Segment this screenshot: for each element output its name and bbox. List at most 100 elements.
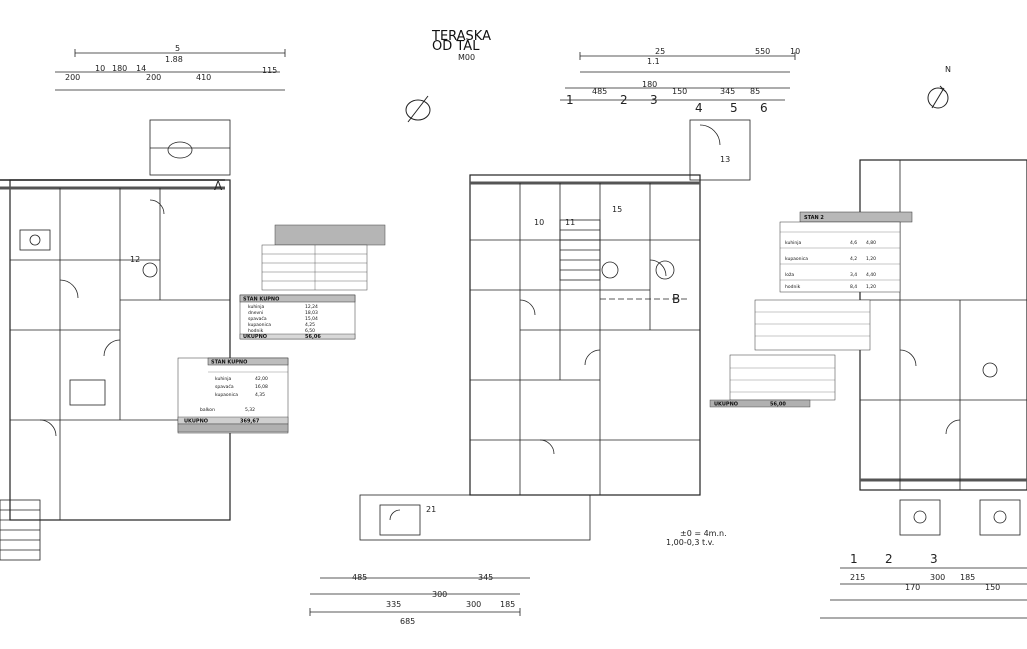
room-number: 13 [720, 155, 730, 164]
table-cell: 6,50 [305, 328, 315, 334]
axis-marker: 2 [885, 552, 893, 566]
dimension-label: 10 [95, 64, 105, 73]
axis-marker: 3 [930, 552, 938, 566]
north-arrow-icon [405, 95, 431, 123]
table-cell: 4,80 [866, 240, 876, 246]
dimension-label: 485 [592, 87, 607, 96]
axis-marker: 6 [760, 101, 768, 115]
section-marker: A [214, 179, 223, 193]
table-cell: 4,2 [850, 256, 857, 262]
dimension-label: 410 [196, 73, 211, 82]
table-cell: spavaća [215, 383, 234, 390]
area-table: STAN KUPNO kuhinja 42,00 spavaća 16,08 k… [177, 357, 289, 434]
room-number: 12 [130, 255, 140, 264]
table-cell: 1,20 [866, 256, 876, 262]
dimension-label: 685 [400, 617, 415, 626]
axis-marker: 2 [620, 93, 628, 107]
table-cell: 3,4 [850, 272, 857, 278]
table-cell: 16,08 [255, 384, 268, 390]
scale-note: M00 [458, 53, 475, 62]
dimension-label: 14 [136, 64, 146, 73]
dimension-label: 1.1 [647, 57, 660, 66]
table-cell: 1,20 [866, 284, 876, 290]
dimension-label: 170 [905, 583, 920, 592]
axis-marker: 1 [850, 552, 858, 566]
dimension-label: 345 [720, 87, 735, 96]
dimension-label: 150 [985, 583, 1000, 592]
dimension-label: 5 [175, 44, 180, 53]
table-cell: kuhinja [248, 304, 265, 310]
room-number: 11 [565, 218, 575, 227]
table-cell: 18,03 [305, 310, 318, 316]
left-floor-plan [0, 49, 286, 561]
table-cell: loža [785, 271, 794, 278]
dimension-label: 85 [750, 87, 760, 96]
table-header-block [274, 224, 386, 246]
room-number: 10 [534, 218, 544, 227]
table-cell: 42,00 [255, 376, 268, 382]
dimension-label: 200 [146, 73, 161, 82]
table-cell: 4,6 [850, 240, 857, 246]
table-cell: 12,24 [305, 304, 318, 310]
dimension-label: 215 [850, 573, 865, 582]
table-cell: hodnik [248, 328, 264, 334]
dimension-label: 10 [790, 47, 800, 56]
table-cell: 5,32 [245, 407, 255, 413]
sheet-title: TERASKA [431, 29, 491, 44]
dimension-label: 180 [112, 64, 127, 73]
dimension-label: 115 [262, 66, 277, 75]
dimension-label: 25 [655, 47, 665, 56]
dimension-label: 300 [930, 573, 945, 582]
dimension-label: 185 [960, 573, 975, 582]
table-cell: kuhinja [785, 240, 802, 246]
dimension-label: 550 [755, 47, 770, 56]
table-cell: balkon [200, 407, 215, 413]
table-cell: kupaonica [248, 322, 271, 328]
table-cell: kuhinja [215, 376, 232, 382]
table-cell: 4,35 [255, 392, 265, 398]
table-cell: 4,25 [305, 322, 315, 328]
table-cell: dnevni [248, 310, 263, 316]
dimension-label: 335 [386, 600, 401, 609]
axis-marker: 1 [566, 93, 574, 107]
dimension-label: 180 [642, 80, 657, 89]
room-number: 15 [612, 205, 622, 214]
area-table: STAN KUPNO kuhinja 12,24 dnevni 18,03 sp… [239, 294, 356, 340]
table-header: STAN 2 [804, 215, 824, 221]
section-marker: B [672, 292, 680, 306]
table-header: STAN KUPNO [211, 360, 247, 366]
level-note-sub: 1,00-0,3 t.v. [666, 538, 714, 547]
table-cell: 15,04 [305, 316, 318, 322]
table-body-block [261, 244, 368, 291]
table-total-label: UKUPNO [184, 419, 208, 425]
area-table: STAN 2 kuhinja 4,6 4,80 kupaonica 4,2 1,… [709, 211, 913, 408]
table-header: STAN KUPNO [243, 297, 279, 303]
table-cell: kupaonica [785, 256, 808, 262]
dimension-label: 485 [352, 573, 367, 582]
axis-marker: 4 [695, 101, 703, 115]
axis-marker: 5 [730, 101, 738, 115]
room-number: 21 [426, 505, 436, 514]
dimension-label: 185 [500, 600, 515, 609]
level-note: ±0 = 4m.n. [680, 529, 727, 538]
dimension-label: 1.88 [165, 55, 183, 64]
north-arrow-icon [927, 85, 949, 109]
sheet-subtitle: OD TAL [432, 39, 480, 54]
north-label: N [945, 65, 951, 74]
table-total-value: 56,06 [305, 334, 321, 340]
dimension-label: 150 [672, 87, 687, 96]
table-total-label: UKUPNO [243, 334, 267, 340]
table-cell: kupaonica [215, 392, 238, 398]
axis-marker: 3 [650, 93, 658, 107]
table-total-label: UKUPNO [714, 402, 738, 408]
dimension-label: 345 [478, 573, 493, 582]
table-cell: 8,4 [850, 284, 857, 290]
table-total-value: 56,00 [770, 402, 786, 408]
dimension-label: 200 [65, 73, 80, 82]
dimension-label: 300 [466, 600, 481, 609]
table-total-value: 369,67 [240, 419, 260, 425]
table-cell: hodnik [785, 284, 801, 290]
table-cell: spavaća [248, 315, 267, 322]
